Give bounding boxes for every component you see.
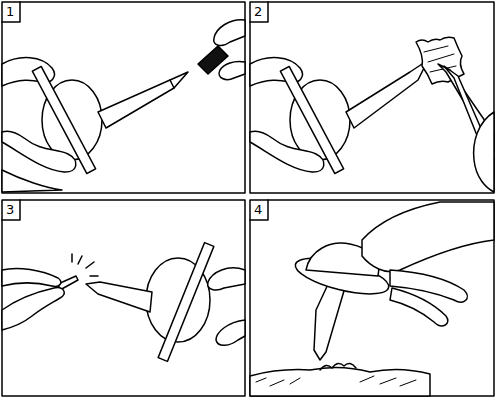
step-4-figure bbox=[250, 202, 494, 396]
step-number: 3 bbox=[6, 202, 14, 217]
step-number: 2 bbox=[254, 4, 262, 19]
step-1-figure bbox=[2, 20, 245, 192]
step-3-figure bbox=[2, 243, 245, 362]
step-number: 1 bbox=[6, 4, 14, 19]
step-number: 4 bbox=[254, 202, 262, 217]
step-2-figure bbox=[250, 37, 494, 192]
